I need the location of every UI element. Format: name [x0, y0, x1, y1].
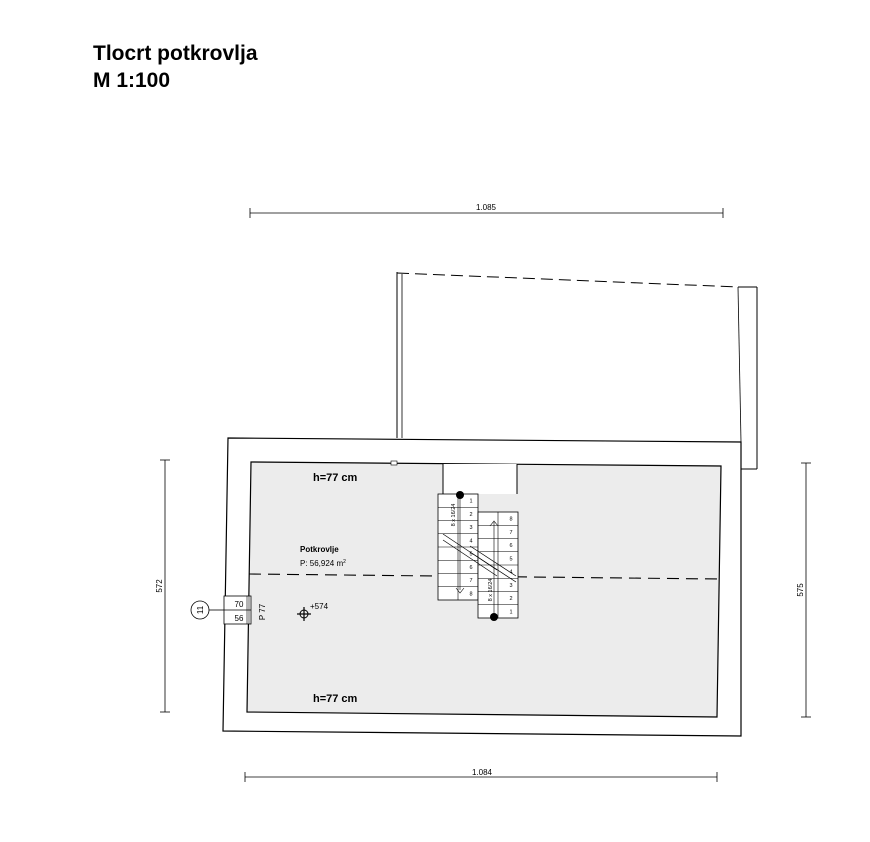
window-parapet: P 77	[258, 603, 267, 620]
right-flight-step-number: 8	[509, 517, 512, 523]
left-flight-step-number: 6	[469, 565, 472, 571]
window-tag: 11	[190, 600, 224, 620]
stair-end-dot	[490, 613, 498, 621]
left-flight-step-number: 1	[469, 499, 472, 505]
left-flight-step-number: 4	[469, 538, 472, 544]
dimension-right: 575	[796, 462, 811, 718]
title-line-scale: M 1:100	[93, 69, 171, 92]
dimension-right-label: 575	[796, 583, 805, 597]
window-width: 70	[235, 600, 244, 609]
right-flight-step-number: 7	[509, 530, 512, 536]
dimension-left-label: 572	[155, 579, 164, 593]
left-flight-step-number: 5	[469, 552, 472, 558]
right-flight-step-number: 2	[509, 596, 512, 602]
window-tag-number: 11	[196, 605, 205, 614]
height-label-bottom: h=77 cm	[313, 693, 358, 705]
dimension-top: 1.085	[249, 203, 724, 218]
room-area: P: 56,924 m2	[300, 559, 346, 568]
right-flight-step-number: 6	[509, 543, 512, 549]
window-opening: 70 56 P 77	[223, 595, 267, 625]
room-name: Potkrovlje	[300, 545, 339, 554]
left-flight-step-number: 3	[469, 525, 472, 531]
right-flight-step-number: 1	[509, 609, 512, 615]
window-height: 56	[235, 614, 244, 623]
title-line-1: Tlocrt potkrovlja	[93, 42, 258, 65]
right-flight-spec: 8 x 16/24	[488, 579, 494, 602]
stair-opening	[443, 464, 517, 494]
left-flight-step-number: 2	[469, 512, 472, 518]
stair-start-dot	[456, 491, 464, 499]
level-marker: +574	[297, 602, 329, 621]
left-flight-spec: 8 x 16/24	[451, 504, 457, 527]
right-flight-step-number: 3	[509, 583, 512, 589]
roof-overhang-outline	[396, 272, 758, 470]
height-label-top: h=77 cm	[313, 472, 358, 484]
wall-notch	[390, 460, 398, 466]
dimension-left: 572	[155, 459, 170, 713]
dimension-bottom: 1.084	[244, 768, 718, 782]
dimension-top-label: 1.085	[476, 203, 497, 212]
left-flight-step-number: 7	[469, 578, 472, 584]
left-flight-step-number: 8	[469, 591, 472, 597]
right-flight-step-number: 5	[509, 556, 512, 562]
drawing-title: Tlocrt potkrovlja M 1:100	[93, 40, 258, 94]
dimension-bottom-label: 1.084	[472, 768, 493, 777]
level-value: +574	[310, 602, 329, 611]
